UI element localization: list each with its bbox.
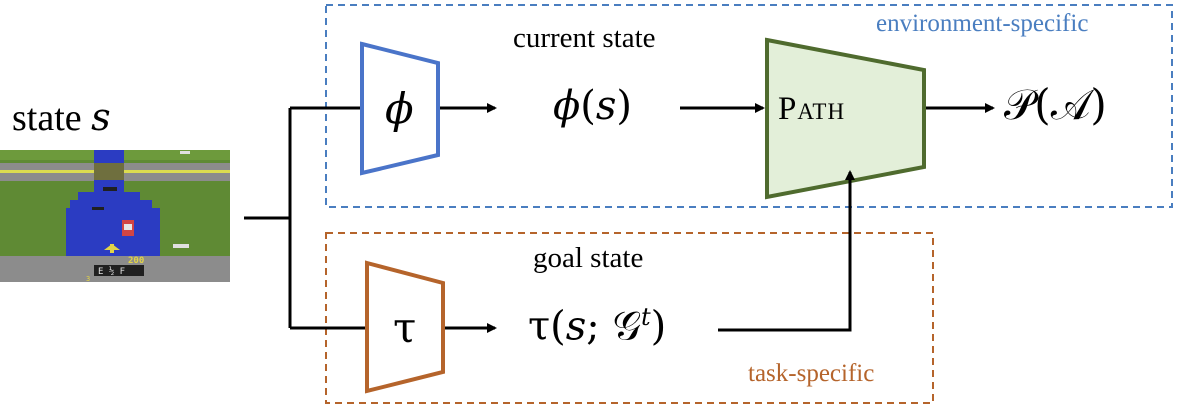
goal-state-caption: goal state (533, 242, 644, 274)
game-score: 200 (128, 256, 144, 266)
environment-specific-region (325, 4, 1173, 208)
phi-encoder-symbol: ϕ (385, 84, 414, 133)
game-frame-image: 200 E ½ F 3 (0, 150, 230, 283)
tau-encoder-symbol: τ (393, 303, 417, 352)
output-distribution: 𝒫(𝒜) (1004, 80, 1107, 129)
environment-specific-label: environment-specific (876, 10, 1089, 37)
fuel-gauge: E ½ F (98, 266, 125, 277)
path-module-shape (765, 37, 926, 200)
path-module-label: Path (778, 91, 846, 127)
phi-encoder-shape (360, 41, 440, 176)
tau-encoder-shape (365, 260, 445, 394)
current-state-embedding: ϕ(s) (553, 83, 633, 129)
current-state-caption: current state (513, 22, 656, 54)
state-connector (244, 106, 367, 330)
arrow-goal-to-path (718, 170, 855, 332)
input-state-label: state s (12, 95, 111, 139)
game-lives: 3 (86, 275, 90, 283)
task-specific-label: task-specific (748, 360, 875, 387)
task-specific-region (325, 232, 934, 404)
goal-state-embedding: τ(s; 𝒢t) (528, 303, 667, 350)
